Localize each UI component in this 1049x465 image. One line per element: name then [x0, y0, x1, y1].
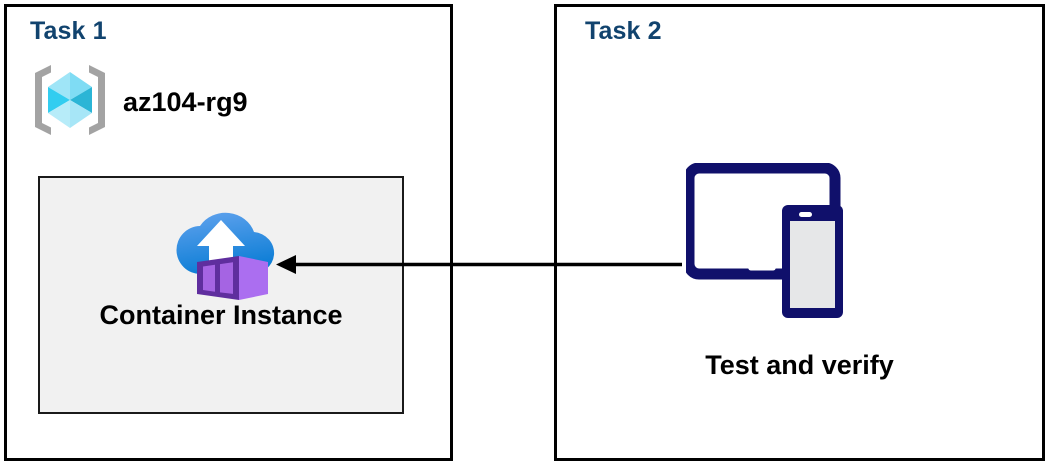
resource-group-label: az104-rg9 — [123, 87, 248, 117]
azure-container-instance-icon — [165, 194, 277, 305]
container-instance-label: Container Instance — [99, 300, 343, 330]
container-instance-card: Container Instance — [38, 176, 404, 414]
azure-resource-group-icon — [31, 63, 109, 142]
tablet-and-phone-icon — [683, 162, 866, 343]
task-2-title: Task 2 — [585, 17, 662, 45]
resource-group-row: az104-rg9 — [31, 63, 248, 142]
test-and-verify-label: Test and verify — [705, 350, 894, 380]
task-1-title: Task 1 — [30, 17, 107, 45]
